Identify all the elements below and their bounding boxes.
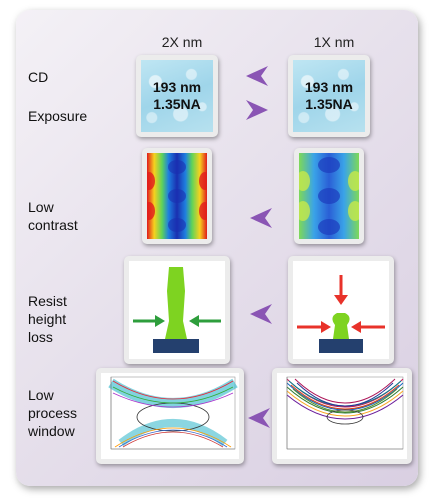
aerial-image-low-contrast — [299, 153, 359, 239]
row-label-exposure: Exposure — [28, 108, 88, 124]
resist-profile-2x — [124, 256, 230, 364]
na-label: 1.35NA — [153, 96, 201, 112]
bossung-curves-wide-window — [108, 376, 238, 450]
process-window-plot-2x — [96, 368, 244, 464]
water-texture: 193 nm 1.35NA — [141, 60, 213, 132]
resist-profile-1x — [288, 256, 394, 364]
tall-resist-line — [133, 267, 221, 353]
column-heading-2x: 2X nm — [161, 34, 203, 50]
arrow-right-icon — [246, 100, 268, 120]
wavelength-label: 193 nm — [304, 79, 354, 95]
contrast-map-1x — [294, 148, 364, 244]
contrast-map-2x — [142, 148, 212, 244]
column-heading-1x: 1X nm — [313, 34, 355, 50]
na-label: 1.35NA — [305, 96, 353, 112]
process-window-plot-1x — [272, 368, 412, 464]
arrow-left-icon — [250, 304, 272, 324]
arrow-left-icon — [248, 408, 270, 428]
arrow-left-icon — [246, 66, 268, 86]
aerial-image-high-contrast — [147, 153, 207, 239]
water-texture: 193 nm 1.35NA — [293, 60, 365, 132]
short-resist-line — [297, 275, 385, 353]
wavelength-label: 193 nm — [152, 79, 202, 95]
exposure-card-2x: 193 nm 1.35NA — [136, 55, 218, 137]
row-label-cd: CD — [28, 69, 49, 85]
exposure-card-1x: 193 nm 1.35NA — [288, 55, 370, 137]
arrow-left-icon — [250, 208, 272, 228]
bossung-curves-narrow-window — [286, 376, 404, 450]
